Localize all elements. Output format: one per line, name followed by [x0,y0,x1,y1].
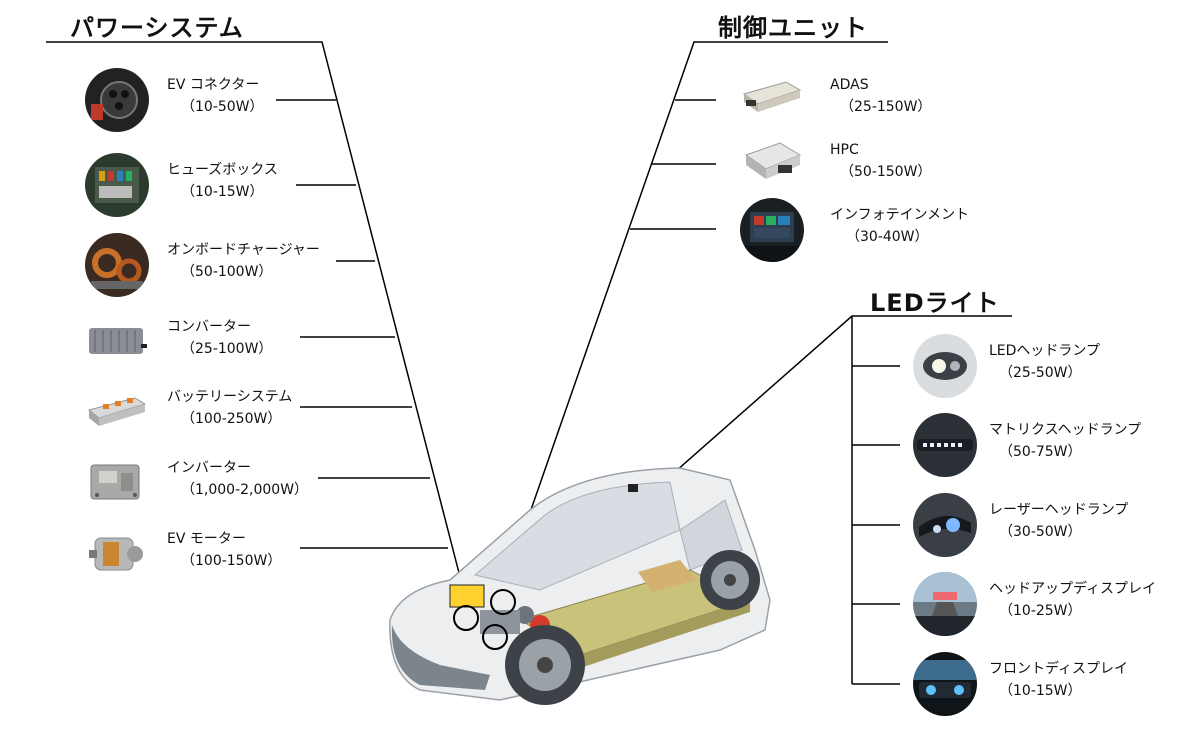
battery-icon [85,380,149,444]
item-label: インフォテインメント [830,207,970,223]
car-cutaway-illustration [380,440,780,720]
item-front-display: フロントディスプレイ （10-15W） [913,652,1173,718]
item-label: ヒューズボックス [167,162,278,178]
item-battery-system: バッテリーシステム （100-250W） [85,380,345,446]
item-hpc: HPC （50-150W） [740,133,1000,199]
item-power: （10-25W） [999,603,1082,619]
item-led-headlamp: LEDヘッドランプ （25-50W） [913,334,1173,400]
item-infotainment: インフォテインメント （30-40W） [740,198,1000,264]
adas-module-icon [740,68,804,132]
item-laser-headlamp: レーザーヘッドランプ （30-50W） [913,493,1173,559]
matrix-headlamp-icon [913,413,977,477]
item-power: （100-250W） [181,411,282,427]
front-display-icon [913,652,977,716]
ev-connector-icon [85,68,149,132]
item-power: （25-100W） [181,341,273,357]
item-power: （30-50W） [999,524,1082,540]
item-ev-connector: EV コネクター （10-50W） [85,68,345,134]
led-headlamp-icon [913,334,977,398]
item-label: EV モーター [167,531,246,547]
item-label: インバーター [167,460,251,476]
led-light-title: LEDライト [870,289,1000,317]
motor-icon [85,522,149,586]
fuse-box-icon [85,153,149,217]
item-label: HPC [830,142,859,158]
item-ev-motor: EV モーター （100-150W） [85,522,345,588]
control-unit-title: 制御ユニット [718,14,868,42]
item-onboard-charger: オンボードチャージャー （50-100W） [85,233,345,299]
item-label: フロントディスプレイ [989,661,1129,677]
item-power: （10-50W） [181,99,264,115]
item-label: コンバーター [167,319,251,335]
item-power: （25-50W） [999,365,1082,381]
item-matrix-headlamp: マトリクスヘッドランプ （50-75W） [913,413,1173,479]
item-label: レーザーヘッドランプ [989,502,1129,518]
hud-icon [913,572,977,636]
onboard-charger-icon [85,233,149,297]
item-power: （10-15W） [181,184,264,200]
converter-icon [85,310,149,374]
laser-headlamp-icon [913,493,977,557]
item-label: オンボードチャージャー [167,242,320,258]
item-power: （100-150W） [181,553,282,569]
item-converter: コンバーター （25-100W） [85,310,345,376]
item-power: （10-15W） [999,683,1082,699]
item-power: （50-100W） [181,264,273,280]
item-label: ヘッドアップディスプレイ [989,581,1157,597]
power-system-title: パワーシステム [70,14,244,42]
item-fuse-box: ヒューズボックス （10-15W） [85,153,345,219]
item-power: （30-40W） [846,229,929,245]
item-label: マトリクスヘッドランプ [989,422,1142,438]
item-label: バッテリーシステム [167,389,293,405]
item-power: （50-75W） [999,444,1082,460]
hpc-module-icon [740,133,804,197]
item-power: （1,000-2,000W） [181,482,309,498]
item-label: EV コネクター [167,77,260,93]
item-inverter: インバーター （1,000-2,000W） [85,451,345,517]
item-power: （50-150W） [840,164,932,180]
inverter-icon [85,451,149,515]
item-label: LEDヘッドランプ [989,343,1101,359]
item-hud: ヘッドアップディスプレイ （10-25W） [913,572,1173,638]
item-power: （25-150W） [840,99,932,115]
item-adas: ADAS （25-150W） [740,68,1000,134]
item-label: ADAS [830,77,869,93]
infotainment-icon [740,198,804,262]
